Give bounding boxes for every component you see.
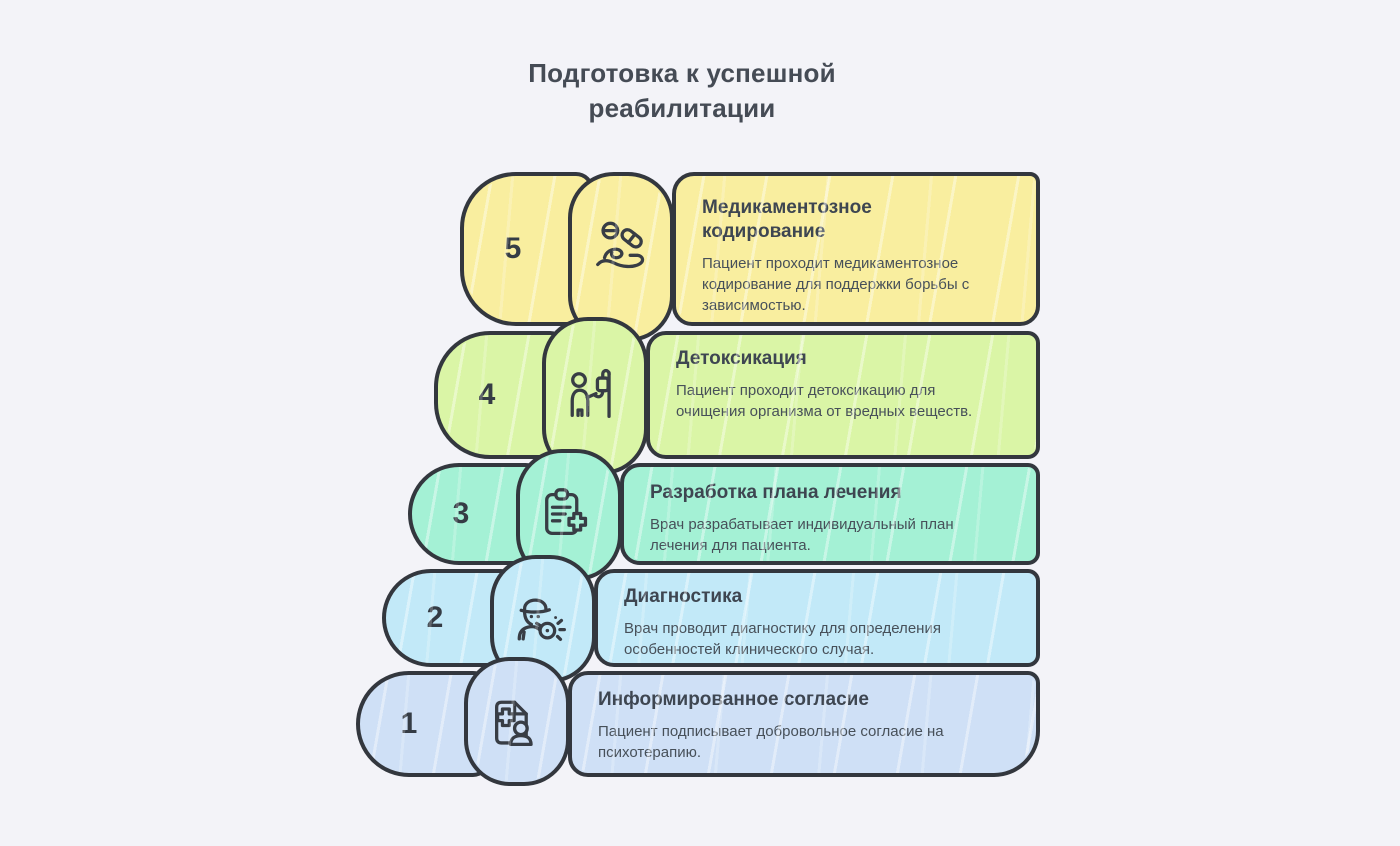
step-number: 5 [504, 232, 522, 265]
treatment-plan-icon [538, 484, 600, 546]
step-panel: Детоксикация Пациент проходит детоксикац… [646, 331, 1040, 459]
step-title: Детоксикация [676, 348, 807, 369]
step-title: Диагностика [624, 586, 743, 607]
pills-in-hand-icon [590, 218, 652, 280]
step-icon-capsule [490, 555, 596, 683]
consent-document-icon [486, 694, 548, 756]
step-title: Разработка плана лечения [650, 482, 902, 503]
step-icon-capsule [568, 172, 674, 342]
step-title: Информированное согласие [598, 689, 869, 710]
step-description: Пациент проходит медикаментозное кодиров… [702, 254, 970, 315]
diagnostics-icon [512, 588, 574, 650]
step-description: Пациент подписывает добровольное согласи… [598, 722, 944, 762]
step-panel: Медикаментозное кодирование Пациент прох… [672, 172, 1040, 326]
step-number: 1 [400, 707, 418, 740]
step-panel: Информированное согласие Пациент подписы… [568, 671, 1040, 777]
step-number: 4 [478, 378, 496, 411]
step-description: Пациент проходит детоксикацию для очищен… [676, 381, 973, 421]
page-title: Подготовка к успешной реабилитации [528, 58, 836, 124]
step-title: Медикаментозное кодирование [702, 197, 872, 242]
step-panel: Диагностика Врач проводит диагностику дл… [594, 569, 1040, 667]
iv-drip-icon [564, 365, 626, 427]
step-description: Врач разрабатывает индивидуальный план л… [650, 515, 954, 555]
step-icon-capsule [542, 317, 648, 475]
step-number: 3 [452, 497, 470, 530]
step-icon-capsule [464, 657, 570, 786]
step-number: 2 [426, 601, 444, 634]
step-panel: Разработка плана лечения Врач разрабатыв… [620, 463, 1040, 565]
step-description: Врач проводит диагностику для определени… [624, 619, 941, 659]
